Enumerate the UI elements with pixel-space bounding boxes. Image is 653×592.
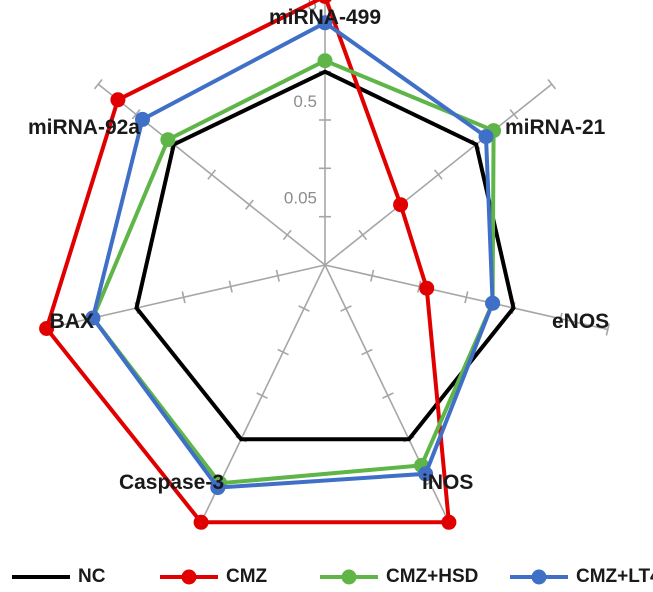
data-point <box>210 480 226 496</box>
axis-tick <box>256 392 268 399</box>
series-nc <box>134 69 516 442</box>
legend-item-nc: NC <box>10 563 105 591</box>
legend-label: CMZ <box>226 566 268 587</box>
data-point <box>419 280 435 296</box>
series-line-cmz <box>44 0 452 525</box>
legend-label: NC <box>78 566 106 587</box>
series-line-cmz-hsd <box>90 58 496 486</box>
series-cmz <box>39 0 457 530</box>
data-point <box>478 129 494 145</box>
axis-label-mirna-92a: miRNA-92a <box>28 116 140 139</box>
data-point <box>317 53 333 69</box>
axis-tick <box>382 392 394 399</box>
axis-tick <box>358 229 368 241</box>
legend: NC CMZ CMZ+HSD CMZ+LT4 <box>0 563 653 591</box>
axis-tick <box>605 323 610 336</box>
data-point <box>318 0 332 4</box>
axis-label-enos: eNOS <box>552 310 609 333</box>
data-point <box>317 15 333 31</box>
axis-tick <box>181 291 186 304</box>
axis-label-caspase-3: Caspase-3 <box>119 471 224 494</box>
axis-label-mirna-499: miRNA-499 <box>269 6 381 29</box>
data-point <box>110 92 126 108</box>
radar-axes <box>40 0 610 530</box>
axis-tick <box>93 79 103 90</box>
axis-tick <box>275 269 280 282</box>
legend-item-cmz: CMZ <box>158 563 267 591</box>
data-point <box>39 321 55 336</box>
axis-label-inos: iNOS <box>422 471 473 494</box>
axis-tick <box>464 291 469 304</box>
axis-tick <box>340 305 352 312</box>
axis-tick <box>433 169 443 180</box>
data-point <box>160 132 176 148</box>
legend-label: CMZ+HSD <box>386 566 479 587</box>
axis-tick <box>282 229 292 241</box>
legend-item-cmz-lt4: CMZ+LT4 <box>508 563 653 591</box>
axis-tick <box>245 199 254 210</box>
axis-tick <box>361 348 373 356</box>
radar-tick-labels: 0.05 0.5 5 <box>284 0 317 207</box>
series-line-cmz-lt4 <box>90 20 495 490</box>
data-point <box>441 514 457 530</box>
axis-label-bax: BAX <box>50 310 94 333</box>
data-point <box>193 514 209 530</box>
legend-swatch <box>510 569 568 585</box>
axis-tick <box>509 109 519 120</box>
data-point <box>418 466 434 482</box>
axis-tick <box>277 348 289 356</box>
radar-series <box>39 0 516 530</box>
axis-tick <box>207 169 217 180</box>
legend-item-cmz-hsd: CMZ+HSD <box>318 563 478 591</box>
data-point <box>85 310 101 326</box>
data-point <box>485 295 501 311</box>
tick-label: 0.5 <box>293 92 317 111</box>
legend-label: CMZ+LT4 <box>576 566 653 587</box>
radar-axis-labels: miRNA-499 miRNA-21 eNOS iNOS Caspase-3 BAX miR… <box>28 6 609 494</box>
axis-tick <box>558 312 563 325</box>
axis-tick <box>298 305 310 312</box>
axis-tick <box>228 280 233 293</box>
series-cmz-lt4 <box>85 15 501 496</box>
tick-label: 0.05 <box>284 188 317 207</box>
legend-swatch <box>160 569 218 585</box>
legend-swatch <box>320 569 378 585</box>
axis-tick <box>131 109 141 120</box>
data-point <box>393 197 409 213</box>
data-point <box>135 111 150 127</box>
tick-label: 5 <box>308 0 317 14</box>
legend-swatch <box>12 575 70 579</box>
axis-tick <box>370 269 375 282</box>
axis-tick <box>417 280 422 293</box>
axis-tick <box>547 79 557 90</box>
axis-tick <box>424 479 436 487</box>
series-line-nc <box>134 69 516 442</box>
axis-label-mirna-21: miRNA-21 <box>505 116 606 139</box>
